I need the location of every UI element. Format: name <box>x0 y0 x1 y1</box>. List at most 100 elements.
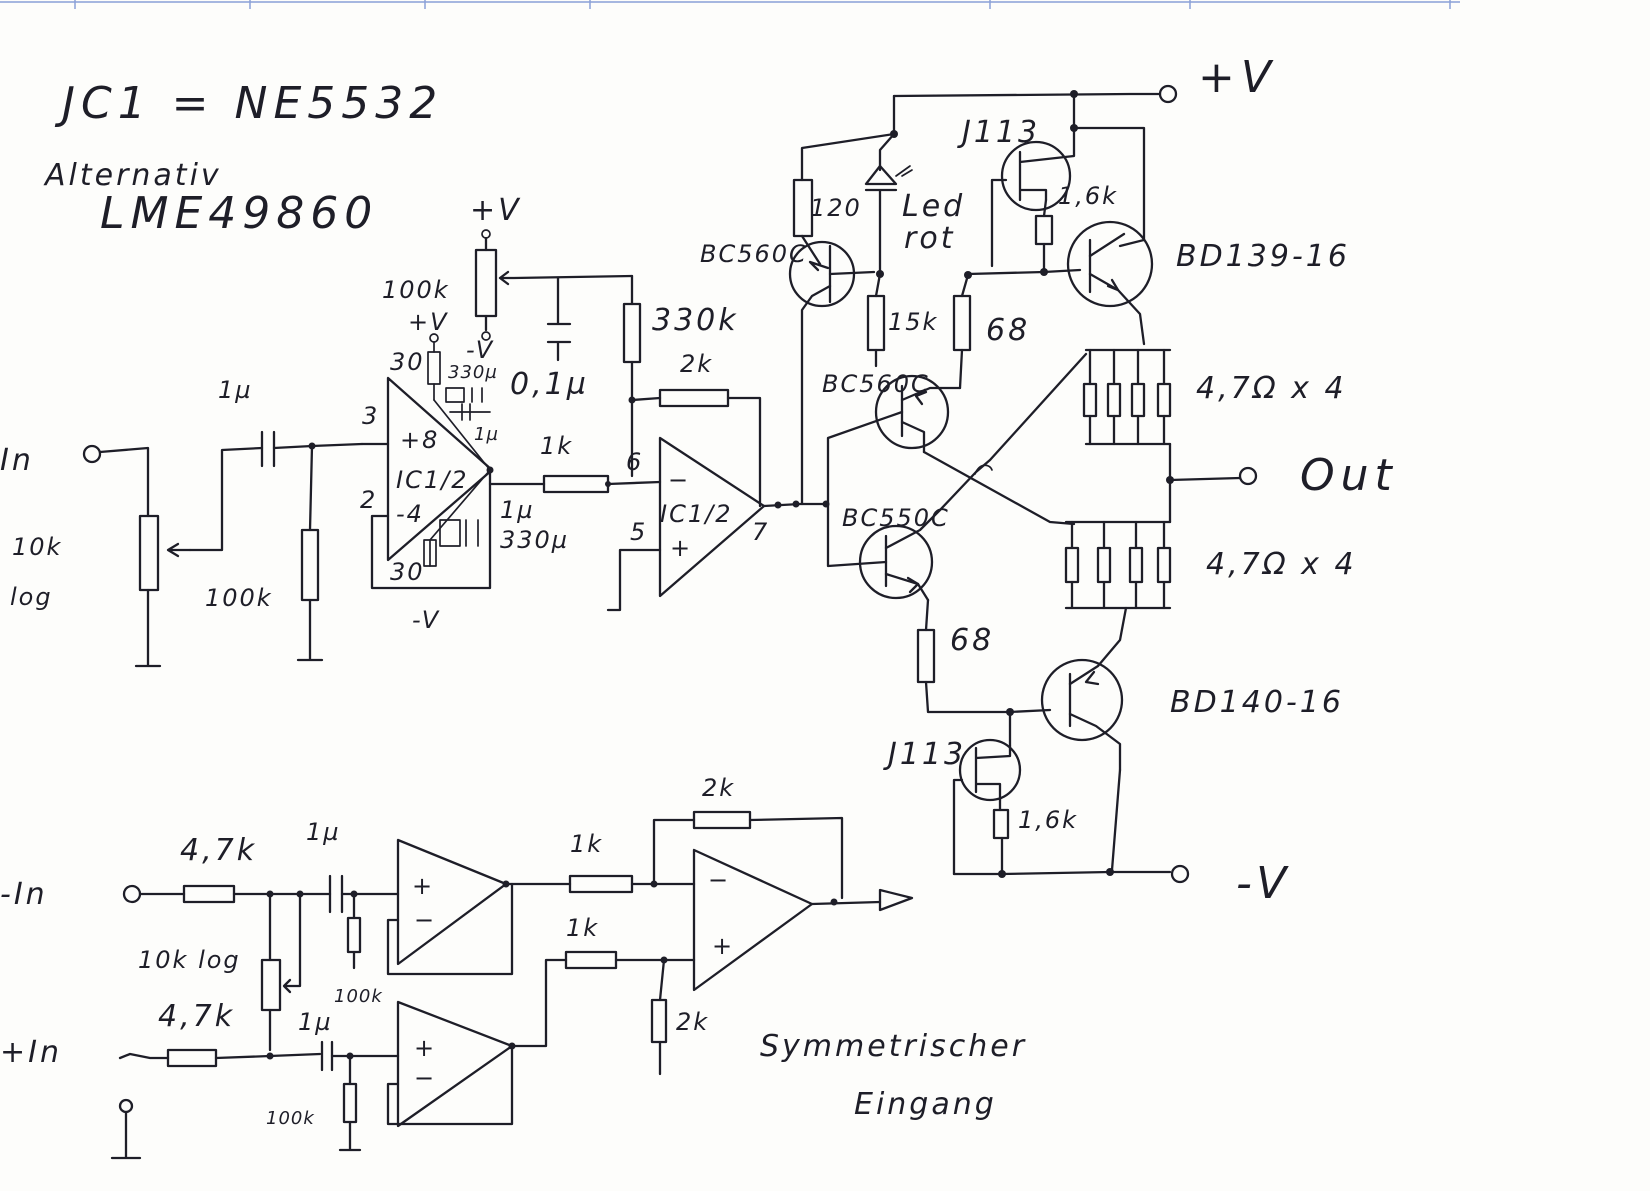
balanced-title: Symmetrischer <box>760 1029 1027 1064</box>
pin-4: -4 <box>396 500 424 528</box>
c01-value: 0,1µ <box>510 367 589 402</box>
c330-top <box>445 387 465 403</box>
r100k-top-value: 100k <box>334 986 383 1007</box>
pos-supply-top: +V <box>470 193 522 228</box>
led <box>864 164 898 186</box>
c330-top-value: 330µ <box>448 362 498 383</box>
balance-pot <box>260 958 282 1012</box>
r2k-feedback <box>658 388 730 408</box>
opamp-b-minus: − <box>414 1064 436 1092</box>
r2k-gnd-value: 2k <box>676 1008 709 1036</box>
r1k-top-value: 1k <box>570 830 603 858</box>
c1-top-value: 1µ <box>474 424 499 445</box>
r1-6k-bottom-value: 1,6k <box>1018 806 1078 834</box>
emitter-resistors-top-value: 4,7Ω x 4 <box>1196 371 1347 406</box>
input-cap-value: 1µ <box>218 376 253 404</box>
output-terminal <box>1238 466 1258 486</box>
balanced-input: -In 4,7k 1µ 100k 10k log + − 1k <box>0 774 1027 1160</box>
c1-bottom-value: 1µ <box>500 496 535 524</box>
r330k-value: 330k <box>652 303 739 338</box>
pot-taper: log <box>10 583 53 611</box>
bd140-label: BD140-16 <box>1170 685 1344 720</box>
opamp-a <box>396 838 508 966</box>
pos-rail-label: +V <box>1198 52 1277 103</box>
r47k-bottom <box>166 1048 218 1068</box>
r1k-bottom-value: 1k <box>566 914 599 942</box>
neg-terminal <box>1170 864 1190 884</box>
pos-supply-small: +V <box>408 308 449 336</box>
output-label: Out <box>1300 450 1398 501</box>
neg-supply-small: -V <box>466 336 494 364</box>
input-stage: In 10k log 1µ 100k <box>0 376 364 668</box>
bc560-mid <box>874 374 950 450</box>
j113-top <box>1000 140 1072 212</box>
opamp-b-plus: + <box>414 1034 436 1062</box>
opamp-diff-minus: − <box>708 866 730 894</box>
r100k-bottom <box>342 1082 358 1124</box>
r15k <box>866 294 886 352</box>
bc550-label: BC550C <box>842 504 950 532</box>
r2k-gnd <box>650 998 668 1044</box>
r330k <box>622 302 642 364</box>
r1k-top <box>568 874 634 894</box>
bc550 <box>858 524 934 600</box>
r15k-value: 15k <box>888 308 938 336</box>
paper-ruling <box>0 0 1460 9</box>
led-color: rot <box>904 221 955 256</box>
pos-input-label: +In <box>0 1035 62 1070</box>
c1-top-value: 1µ <box>306 818 341 846</box>
c1-bottom-value: 1µ <box>298 1008 333 1036</box>
c330-bottom <box>439 519 461 547</box>
bd139-label: BD139-16 <box>1176 239 1350 274</box>
input-resistor <box>300 528 320 602</box>
r47k-bottom-value: 4,7k <box>158 999 235 1034</box>
pin-2: 2 <box>360 486 377 514</box>
input-resistor-value: 100k <box>205 584 273 612</box>
r68-lower-value: 68 <box>950 623 994 658</box>
r68-upper <box>952 294 972 352</box>
input-label: In <box>0 443 34 478</box>
r1k-value: 1k <box>540 432 573 460</box>
r1k-bottom <box>564 950 618 970</box>
neg-rail-label: -V <box>1236 858 1292 909</box>
opamp2-minus: − <box>668 466 690 494</box>
emitter-resistors-bottom <box>1064 520 1172 610</box>
ic-note: ЈС1 = NE5532 <box>54 78 443 129</box>
pin-3: 3 <box>362 402 379 430</box>
r30-bottom-value: 30 <box>390 558 425 586</box>
j113-top-label: J113 <box>957 115 1040 150</box>
pin-5: 5 <box>630 518 647 546</box>
j113-bottom-label: J113 <box>883 737 966 772</box>
balanced-output-arrow <box>878 888 914 912</box>
opamp-diff-plus: + <box>712 932 734 960</box>
r68-lower <box>916 628 936 684</box>
r30-top <box>427 351 441 385</box>
trimmer-value: 100k <box>382 276 450 304</box>
r1-6k-bottom <box>992 808 1010 840</box>
opamp-diff <box>692 848 814 992</box>
r100k-bottom-value: 100k <box>266 1108 315 1129</box>
j113-bottom <box>958 738 1022 802</box>
opamp2-plus: + <box>670 534 692 562</box>
opamp-a-minus: − <box>414 906 436 934</box>
r68-upper-value: 68 <box>986 313 1030 348</box>
ic1-label: IC1/2 <box>396 466 468 494</box>
bd140 <box>1040 658 1124 742</box>
r1-6k-top-value: 1,6k <box>1058 182 1118 210</box>
r1k <box>542 474 610 494</box>
bc560-top-label: BC560C <box>700 240 808 268</box>
bd139 <box>1066 220 1154 308</box>
r2k-fb-value: 2k <box>702 774 735 802</box>
alternative-part: LME49860 <box>100 188 378 239</box>
neg-supply-label: -V <box>412 606 440 634</box>
pos-input-terminal <box>118 1052 170 1060</box>
pot-value: 10k <box>12 533 62 561</box>
r2k-fb <box>692 810 752 830</box>
r100k-top <box>346 916 362 954</box>
opamp-1: 3 2 +8 IC1/2 -4 -V +V 30 330µ -V 0,1µ 1µ… <box>360 193 739 634</box>
r30-top-value: 30 <box>390 348 425 376</box>
c330-bottom-value: 330µ <box>500 526 569 554</box>
neg-input-terminal <box>122 884 142 904</box>
